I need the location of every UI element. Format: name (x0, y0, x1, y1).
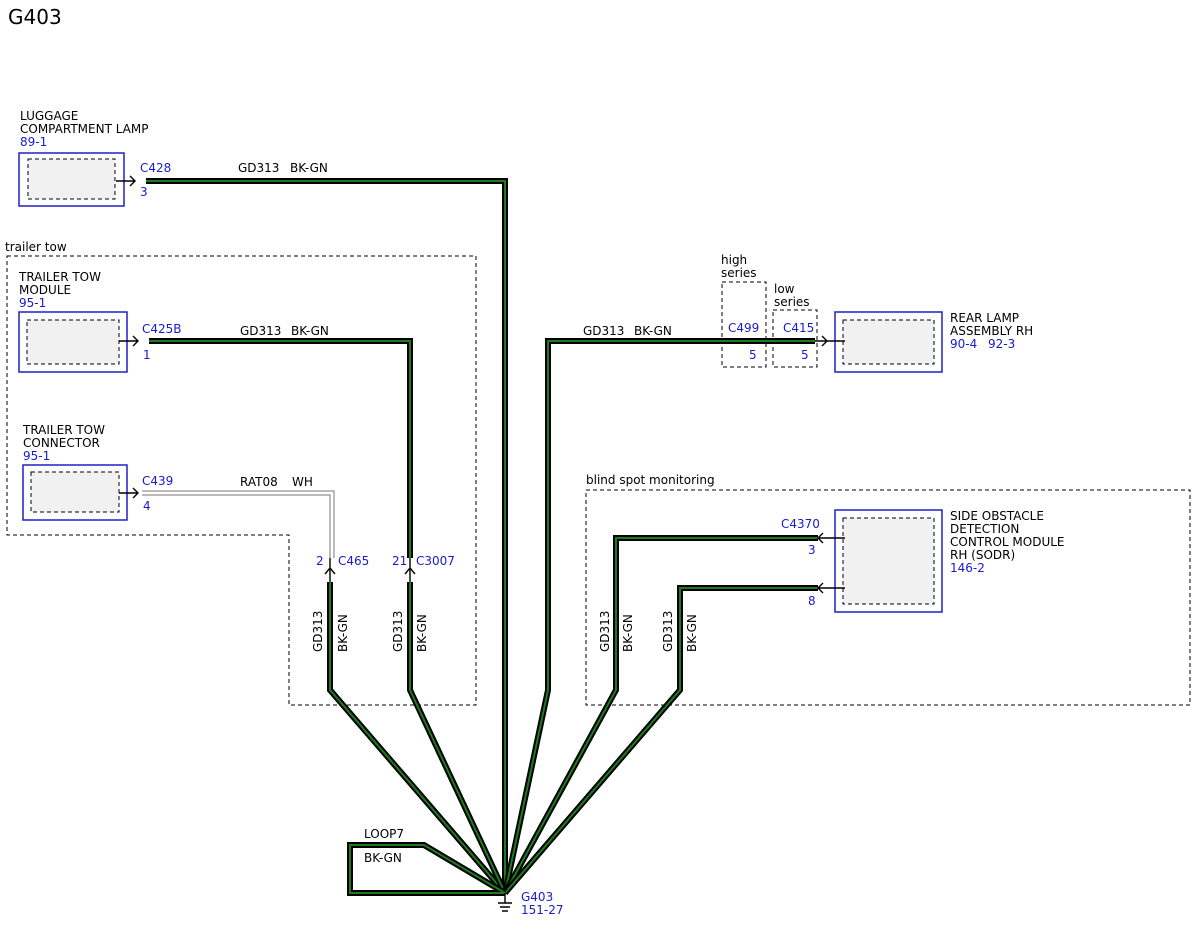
connector-link[interactable]: C425B (142, 322, 182, 336)
ground-link[interactable]: G403 (521, 890, 553, 904)
wire-color-label: BK-GN (685, 614, 699, 652)
component-ref-link[interactable]: 146-2 (950, 561, 985, 575)
component-name: MODULE (19, 283, 71, 297)
connector-pin-arrow (119, 335, 139, 347)
high-series-label-2: series (721, 266, 757, 280)
pin-number: 5 (749, 348, 757, 362)
pin-number: 5 (801, 348, 809, 362)
pin-number: 1 (143, 348, 151, 362)
pin-number: 8 (808, 594, 816, 608)
blind-spot-region-label: blind spot monitoring (586, 473, 715, 487)
connector-link[interactable]: C3007 (416, 554, 455, 568)
connector-link[interactable]: C439 (142, 474, 173, 488)
component-name: CONTROL MODULE (950, 535, 1065, 549)
component-name: RH (SODR) (950, 548, 1015, 562)
connector-pin-arrow (404, 558, 416, 582)
ground-icon (498, 893, 512, 912)
pin-number: 3 (140, 185, 148, 199)
pin-number: 21 (392, 554, 407, 568)
wire-circuit-label: GD313 (598, 611, 612, 652)
wire-circuit-label: GD313 (238, 161, 279, 175)
low-series-label-1: low (774, 282, 795, 296)
component-ref-link[interactable]: 92-3 (988, 337, 1015, 351)
connector-pin-arrow (116, 175, 136, 187)
wire-circuit-label: GD313 (391, 611, 405, 652)
wire-color-label: WH (292, 475, 313, 489)
connector-link-c499[interactable]: C499 (728, 321, 759, 335)
wire-circuit-label: GD313 (311, 611, 325, 652)
wire-c3007-ground (407, 582, 508, 895)
wire-color-label: BK-GN (621, 614, 635, 652)
wire-circuit-label: GD313 (240, 324, 281, 338)
wire-sodr-pin3 (502, 535, 818, 895)
high-series-label-1: high (721, 253, 747, 267)
component-ref-link[interactable]: 95-1 (19, 296, 46, 310)
inline-connector-c3007: 21 C3007 (392, 554, 455, 582)
connector-link[interactable]: C428 (140, 161, 171, 175)
wire-luggage (146, 178, 508, 893)
connector-link[interactable]: C4370 (781, 517, 820, 531)
component-name: REAR LAMP (950, 311, 1019, 325)
component-name: DETECTION (950, 522, 1019, 536)
wire-circuit-label: GD313 (661, 611, 675, 652)
trailer-tow-connector: TRAILER TOW CONNECTOR 95-1 C439 4 (22, 423, 173, 521)
inline-connector-c465: 2 C465 (316, 554, 369, 582)
wire-loop7 (347, 842, 507, 896)
component-name: LUGGAGE (20, 109, 78, 123)
luggage-compartment-lamp: LUGGAGE COMPARTMENT LAMP 89-1 C428 3 (18, 109, 171, 207)
connector-pin-arrow (119, 487, 139, 499)
component-ref-link[interactable]: 90-4 (950, 337, 977, 351)
wire-rat08 (142, 490, 335, 558)
connector-pin-arrow (817, 582, 845, 594)
low-series-label-2: series (774, 295, 810, 309)
wire-rear-lamp (502, 338, 815, 894)
wire-color-label: BK-GN (336, 614, 350, 652)
wire-color-label: BK-GN (290, 161, 328, 175)
wire-trailer-module (149, 338, 413, 558)
wire-sodr-pin8 (502, 585, 818, 895)
trailer-tow-region (6, 255, 477, 706)
wire-circuit-label: GD313 (583, 324, 624, 338)
pin-number: 4 (143, 499, 151, 513)
component-name: TRAILER TOW (18, 270, 101, 284)
low-series-region (772, 309, 818, 368)
component-ref-link[interactable]: 89-1 (20, 135, 47, 149)
wire-color-label: BK-GN (415, 614, 429, 652)
trailer-tow-module: TRAILER TOW MODULE 95-1 C425B 1 (18, 270, 182, 373)
rear-lamp-assembly-rh: REAR LAMP ASSEMBLY RH 90-4 92-3 C499 C41… (728, 311, 1033, 373)
trailer-tow-region-label: trailer tow (5, 240, 67, 254)
component-ref-link[interactable]: 95-1 (23, 449, 50, 463)
page-title: G403 (8, 5, 62, 29)
component-name: COMPARTMENT LAMP (20, 122, 148, 136)
component-name: ASSEMBLY RH (950, 324, 1033, 338)
component-name: SIDE OBSTACLE (950, 509, 1044, 523)
connector-link[interactable]: C465 (338, 554, 369, 568)
component-name: CONNECTOR (23, 436, 100, 450)
wire-color-label: BK-GN (364, 851, 402, 865)
ground-g403: G403 151-27 (498, 890, 564, 917)
wire-c465-ground (327, 582, 508, 895)
connector-pin-arrow (815, 335, 845, 347)
component-name: TRAILER TOW (22, 423, 105, 437)
wire-circuit-label: RAT08 (240, 475, 278, 489)
loop-name-label: LOOP7 (364, 827, 404, 841)
connector-pin-arrow (817, 532, 845, 544)
pin-number: 2 (316, 554, 324, 568)
connector-pin-arrow (324, 558, 336, 582)
sodr-module: SIDE OBSTACLE DETECTION CONTROL MODULE R… (781, 509, 1065, 613)
ground-ref-link[interactable]: 151-27 (521, 903, 564, 917)
high-series-region (721, 281, 767, 368)
pin-number: 3 (808, 543, 816, 557)
blind-spot-region (585, 489, 1191, 706)
wire-color-label: BK-GN (291, 324, 329, 338)
connector-link-c415[interactable]: C415 (783, 321, 814, 335)
wire-color-label: BK-GN (634, 324, 672, 338)
